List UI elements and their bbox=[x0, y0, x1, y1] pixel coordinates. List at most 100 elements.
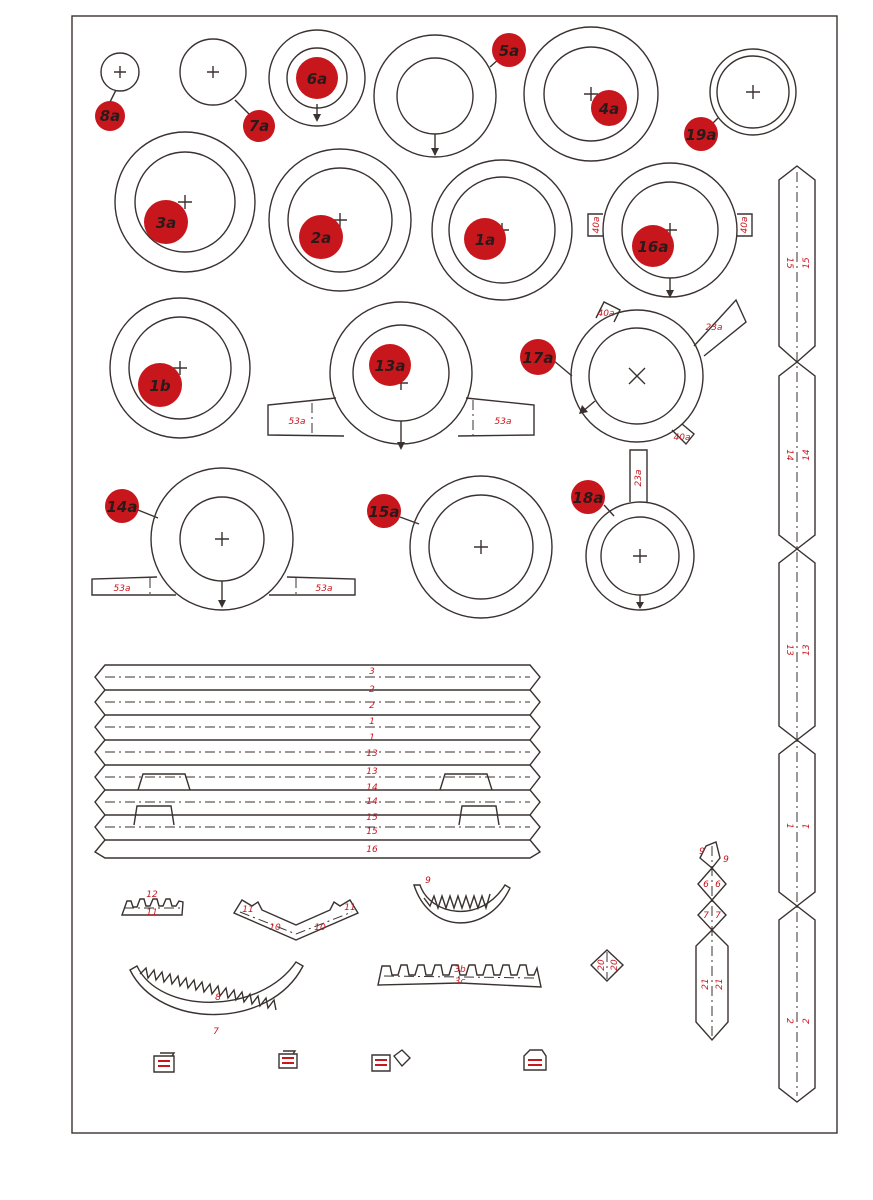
badge-8a-label: 8a bbox=[100, 107, 121, 125]
label-9a: 9 bbox=[699, 847, 705, 857]
part-3b-3c: 3b 3c bbox=[377, 964, 542, 988]
label-21b: 21 bbox=[715, 978, 725, 989]
label-9: 9 bbox=[425, 876, 431, 886]
part-13a: 53a 53a 13a bbox=[267, 301, 535, 450]
badge-4a-label: 4a bbox=[598, 100, 620, 118]
part-15a: 15a bbox=[367, 475, 553, 619]
part-8a: 8a bbox=[95, 52, 140, 131]
badge-18a-label: 18a bbox=[573, 489, 604, 507]
tab-53a-left: 53a bbox=[289, 417, 306, 427]
tiny-parts-row bbox=[153, 1049, 547, 1073]
tab-53a-right-2: 53a bbox=[316, 584, 333, 594]
part-7-8-arc: 8 7 bbox=[129, 961, 304, 1037]
badge-18a bbox=[571, 480, 605, 514]
tab-23a: 23a bbox=[706, 323, 723, 333]
part-1a: 1a bbox=[431, 159, 573, 301]
part-17a: 23a 40a 40a 17a bbox=[520, 298, 747, 446]
label-20b: 20 bbox=[610, 959, 620, 971]
tab-40a-bottom: 40a bbox=[674, 433, 691, 443]
tiny-part-2 bbox=[278, 1050, 298, 1069]
label-12: 12 bbox=[146, 890, 158, 900]
vstrip-15a: 15 bbox=[784, 257, 794, 269]
badge-7a bbox=[243, 110, 275, 142]
tab-40a-left: 40a bbox=[592, 217, 602, 234]
part-5a: 5a bbox=[373, 33, 526, 158]
label-7: 7 bbox=[213, 1027, 219, 1037]
vstrip-14a: 14 bbox=[784, 449, 794, 461]
badge-3a bbox=[144, 200, 188, 244]
badge-4a bbox=[591, 90, 627, 126]
badge-2a-label: 2a bbox=[311, 229, 332, 247]
part-10: 10 10 11 11 bbox=[232, 899, 360, 941]
part-6a: 6a bbox=[268, 29, 366, 127]
badge-15a bbox=[367, 494, 401, 528]
vertical-strip: 15 15 14 14 13 13 1 1 2 2 bbox=[778, 165, 816, 1103]
badge-3a-label: 3a bbox=[156, 214, 177, 232]
part-3a: 3a bbox=[114, 131, 256, 273]
vstrip-1a: 1 bbox=[784, 823, 794, 829]
vstrip-14b: 14 bbox=[802, 449, 812, 461]
tab-53a-right: 53a bbox=[495, 417, 512, 427]
strip-label-5: 13 bbox=[366, 749, 378, 759]
label-11: 11 bbox=[146, 908, 157, 918]
vstrip-2a: 2 bbox=[784, 1018, 794, 1024]
part-18a: 23a 18a bbox=[571, 449, 695, 611]
badge-13a-label: 13a bbox=[375, 357, 406, 375]
part-14a: 53a 53a 14a bbox=[91, 467, 356, 611]
strip-label-8: 14 bbox=[366, 797, 378, 807]
tab-40a-top: 40a bbox=[598, 309, 615, 319]
label-11b: 11 bbox=[242, 905, 253, 915]
part-19a: 19a bbox=[684, 48, 797, 151]
badge-6a-label: 6a bbox=[307, 70, 328, 88]
tiny-part-1 bbox=[153, 1052, 176, 1073]
part-9-arc: 9 bbox=[413, 876, 511, 924]
part-2a: 2a bbox=[268, 148, 412, 292]
badge-8a bbox=[95, 101, 125, 131]
part-6-7-9-21-chain: 9 9 6 6 7 7 21 21 bbox=[695, 841, 729, 1042]
badge-5a bbox=[492, 33, 526, 67]
badge-1a bbox=[464, 218, 506, 260]
strip-label-10: 15 bbox=[366, 827, 378, 837]
sheet-border bbox=[71, 15, 838, 1134]
part-7a: 7a bbox=[179, 38, 275, 142]
strip-label-4: 1 bbox=[369, 733, 375, 743]
badge-15a-label: 15a bbox=[369, 503, 400, 521]
label-3c: 3c bbox=[455, 977, 466, 987]
strip-label-7: 14 bbox=[366, 783, 378, 793]
badge-19a bbox=[684, 117, 718, 151]
strip-label-1: 2 bbox=[369, 685, 375, 695]
strip-label-9: 15 bbox=[366, 813, 378, 823]
vstrip-13a: 13 bbox=[784, 644, 794, 656]
part-16a: 40a 40a 16a bbox=[587, 162, 753, 298]
badge-1a-label: 1a bbox=[475, 231, 496, 249]
vstrip-13b: 13 bbox=[802, 644, 812, 656]
tiny-part-3 bbox=[371, 1049, 411, 1072]
badge-5a-label: 5a bbox=[499, 42, 520, 60]
label-21a: 21 bbox=[701, 978, 711, 989]
label-10b: 10 bbox=[314, 923, 326, 933]
label-10a: 10 bbox=[269, 923, 281, 933]
part-11-12: 12 11 bbox=[121, 890, 184, 918]
label-6a: 6 bbox=[703, 880, 709, 890]
badge-14a-label: 14a bbox=[107, 498, 138, 516]
badge-1b-label: 1b bbox=[149, 377, 170, 395]
strip-label-2: 2 bbox=[369, 701, 375, 711]
tab-53a-left-2: 53a bbox=[114, 584, 131, 594]
vstrip-1b: 1 bbox=[802, 823, 812, 829]
badge-16a bbox=[632, 225, 674, 267]
badge-13a bbox=[369, 344, 411, 386]
vstrip-15b: 15 bbox=[802, 257, 812, 269]
vstrip-2b: 2 bbox=[802, 1018, 812, 1024]
badge-16a-label: 16a bbox=[638, 238, 669, 256]
strip-label-6: 13 bbox=[366, 767, 378, 777]
part-1b: 1b bbox=[109, 297, 251, 439]
label-7a: 7 bbox=[703, 911, 709, 921]
strip-label-0: 3 bbox=[369, 667, 375, 677]
tab-23a-2: 23a bbox=[634, 470, 644, 487]
strip-label-3: 1 bbox=[369, 717, 375, 727]
badge-7a-label: 7a bbox=[249, 117, 270, 135]
badge-14a bbox=[105, 489, 139, 523]
